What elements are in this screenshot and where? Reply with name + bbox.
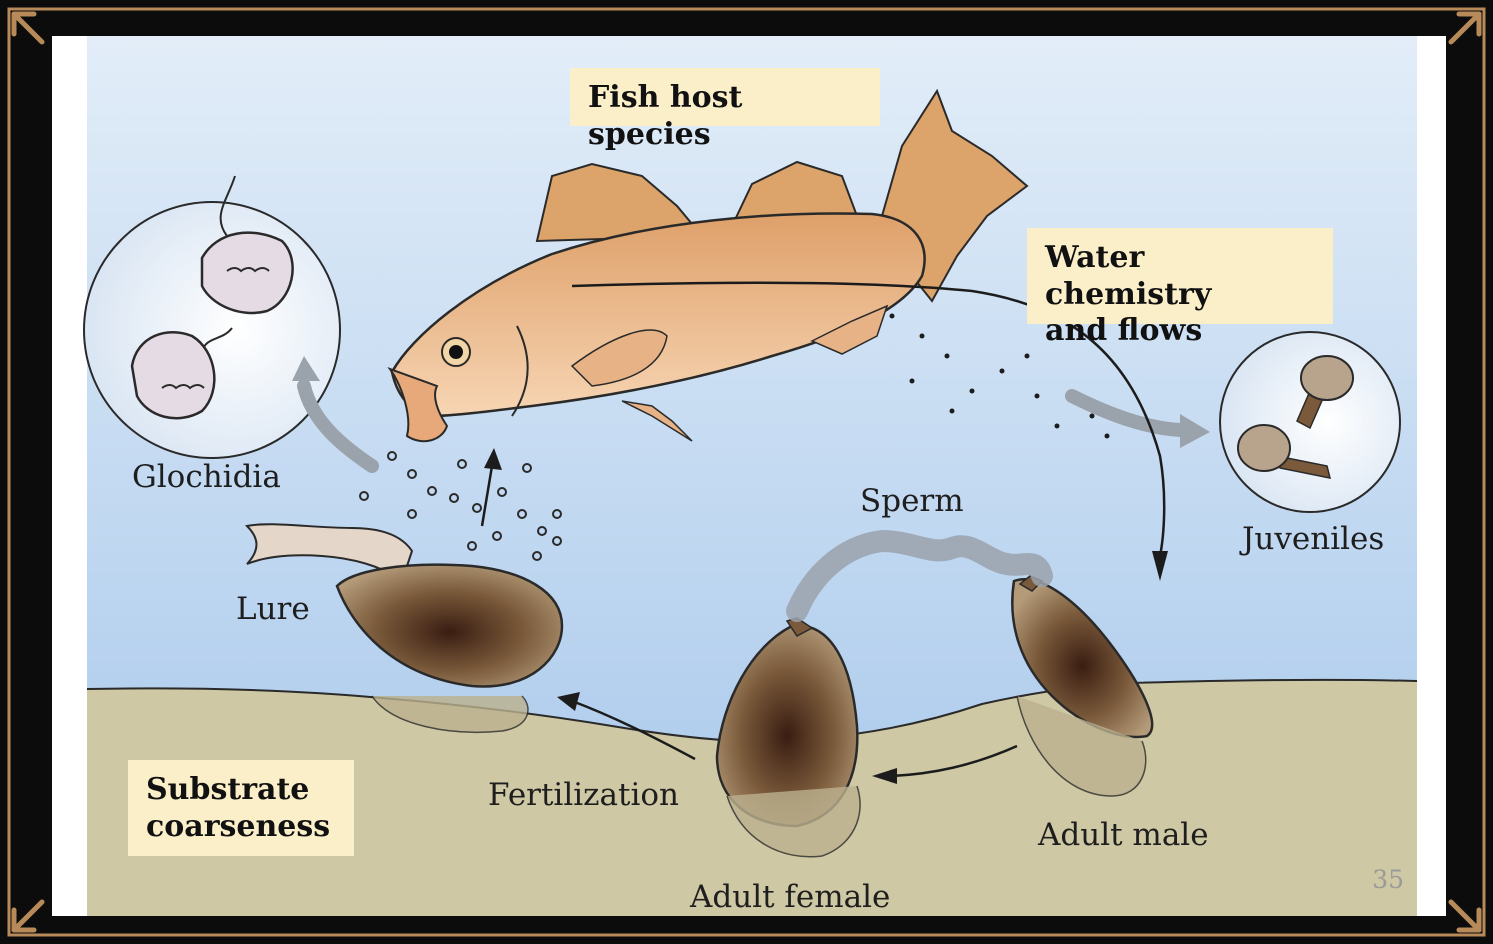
label-juveniles: Juveniles bbox=[1242, 522, 1384, 558]
corner-ornament-top-left bbox=[14, 14, 42, 42]
label-sperm: Sperm bbox=[860, 484, 964, 520]
label-glochidia: Glochidia bbox=[132, 460, 281, 496]
slide: Fish host species Water chemistry and fl… bbox=[52, 36, 1446, 916]
label-adult-male: Adult male bbox=[1038, 818, 1209, 854]
corner-ornament-bottom-right bbox=[1451, 902, 1479, 930]
label-box-fish-host: Fish host species bbox=[570, 68, 880, 126]
corner-ornament-bottom-left bbox=[14, 902, 42, 930]
label-lure: Lure bbox=[236, 592, 310, 628]
label-fertilization: Fertilization bbox=[488, 778, 679, 814]
label-water-chem-line2: and flows bbox=[1045, 313, 1315, 350]
label-box-water-chemistry: Water chemistry and flows bbox=[1027, 228, 1333, 324]
label-box-substrate: Substrate coarseness bbox=[128, 760, 354, 856]
label-water-chem-line1: Water chemistry bbox=[1045, 240, 1315, 313]
juveniles-magnified-circle bbox=[1220, 332, 1400, 512]
label-substrate-line2: coarseness bbox=[146, 809, 336, 846]
label-substrate-line1: Substrate bbox=[146, 772, 336, 809]
label-adult-female: Adult female bbox=[690, 880, 890, 916]
corner-ornament-top-right bbox=[1451, 14, 1479, 42]
page-number: 35 bbox=[1372, 865, 1404, 894]
